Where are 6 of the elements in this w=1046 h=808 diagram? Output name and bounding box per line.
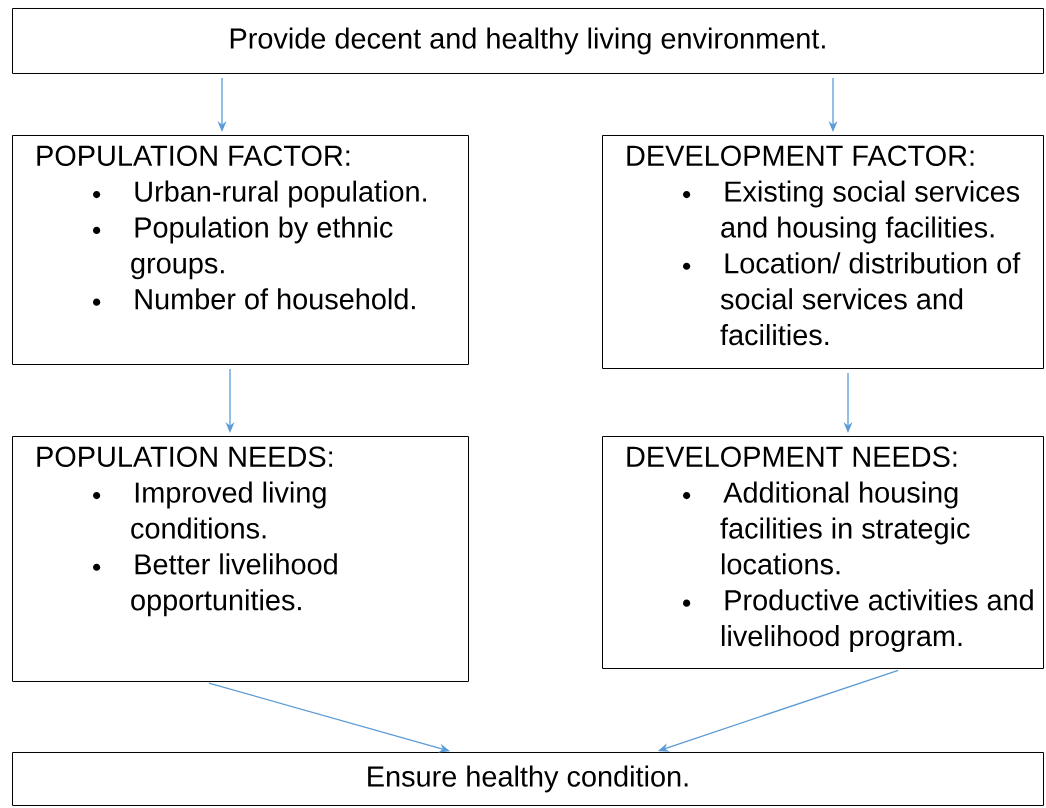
bullet-list-box: POPULATION NEEDS: Improved living conditions. Better livelihood opportunities. [12,436,469,682]
statement-box: Ensure healthy condition. [12,752,1044,806]
bullet-list-box: DEVELOPMENT FACTOR: Existing social services and housing facilities. Location/ distribution of social services and facilities. [602,135,1044,369]
bullet-list-box: POPULATION FACTOR: Urban-rural population. Population by ethnic groups. Number of household. [12,135,469,365]
bullet-list-box: DEVELOPMENT NEEDS: Additional housing facilities in strategic locations. Productive activities and livelihood program. [602,436,1044,669]
statement-box: Provide decent and healthy living environment. [12,8,1044,74]
